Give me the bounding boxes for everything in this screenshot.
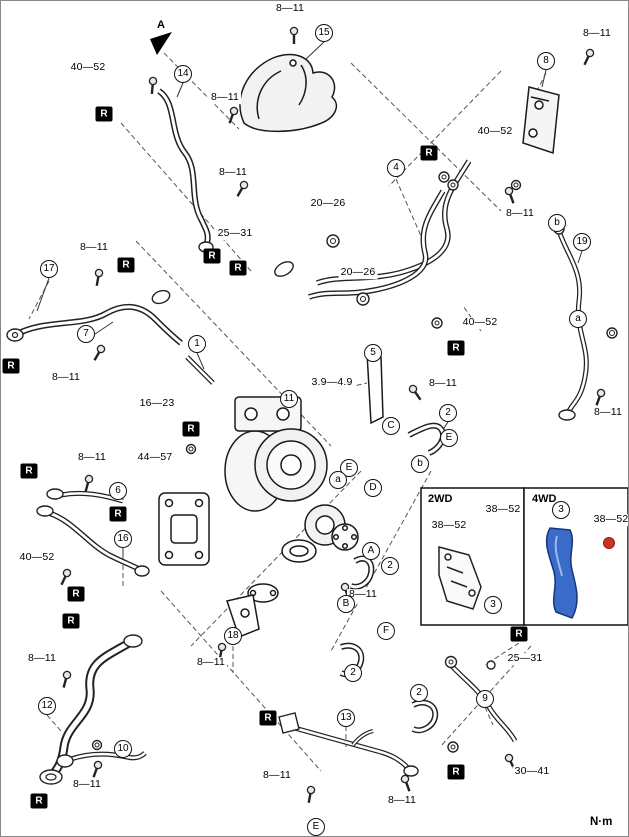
heat-shield-15 (239, 53, 338, 133)
pipe-17 (6, 289, 183, 346)
bracket-3-2wd (438, 546, 482, 610)
washers-and-nuts (91, 171, 618, 753)
view-direction-label: A (157, 19, 165, 31)
bracket-3-4wd-highlighted (545, 527, 615, 619)
bracket-18 (226, 594, 260, 638)
bracket-8 (522, 86, 560, 155)
oil-pipe-14 (157, 88, 214, 253)
inset-4wd-label: 4WD (532, 493, 557, 505)
water-pipes-4 (274, 159, 472, 300)
pipe-13 (278, 712, 419, 777)
turbocharger-11 (158, 396, 359, 603)
pipe-19 (556, 230, 589, 421)
oil-return-pipe-12 (39, 634, 143, 785)
blade-5 (366, 351, 384, 425)
tube-1 (185, 355, 215, 385)
torque-unit-label: N·m (590, 816, 613, 828)
dashed-leader-lines (28, 52, 612, 772)
pipe-9 (447, 661, 518, 743)
pipe-16 (36, 505, 150, 577)
highlight-marker-dot (603, 537, 615, 549)
view-direction-arrow-icon (150, 32, 172, 55)
inset-2wd-label: 2WD (428, 493, 453, 505)
